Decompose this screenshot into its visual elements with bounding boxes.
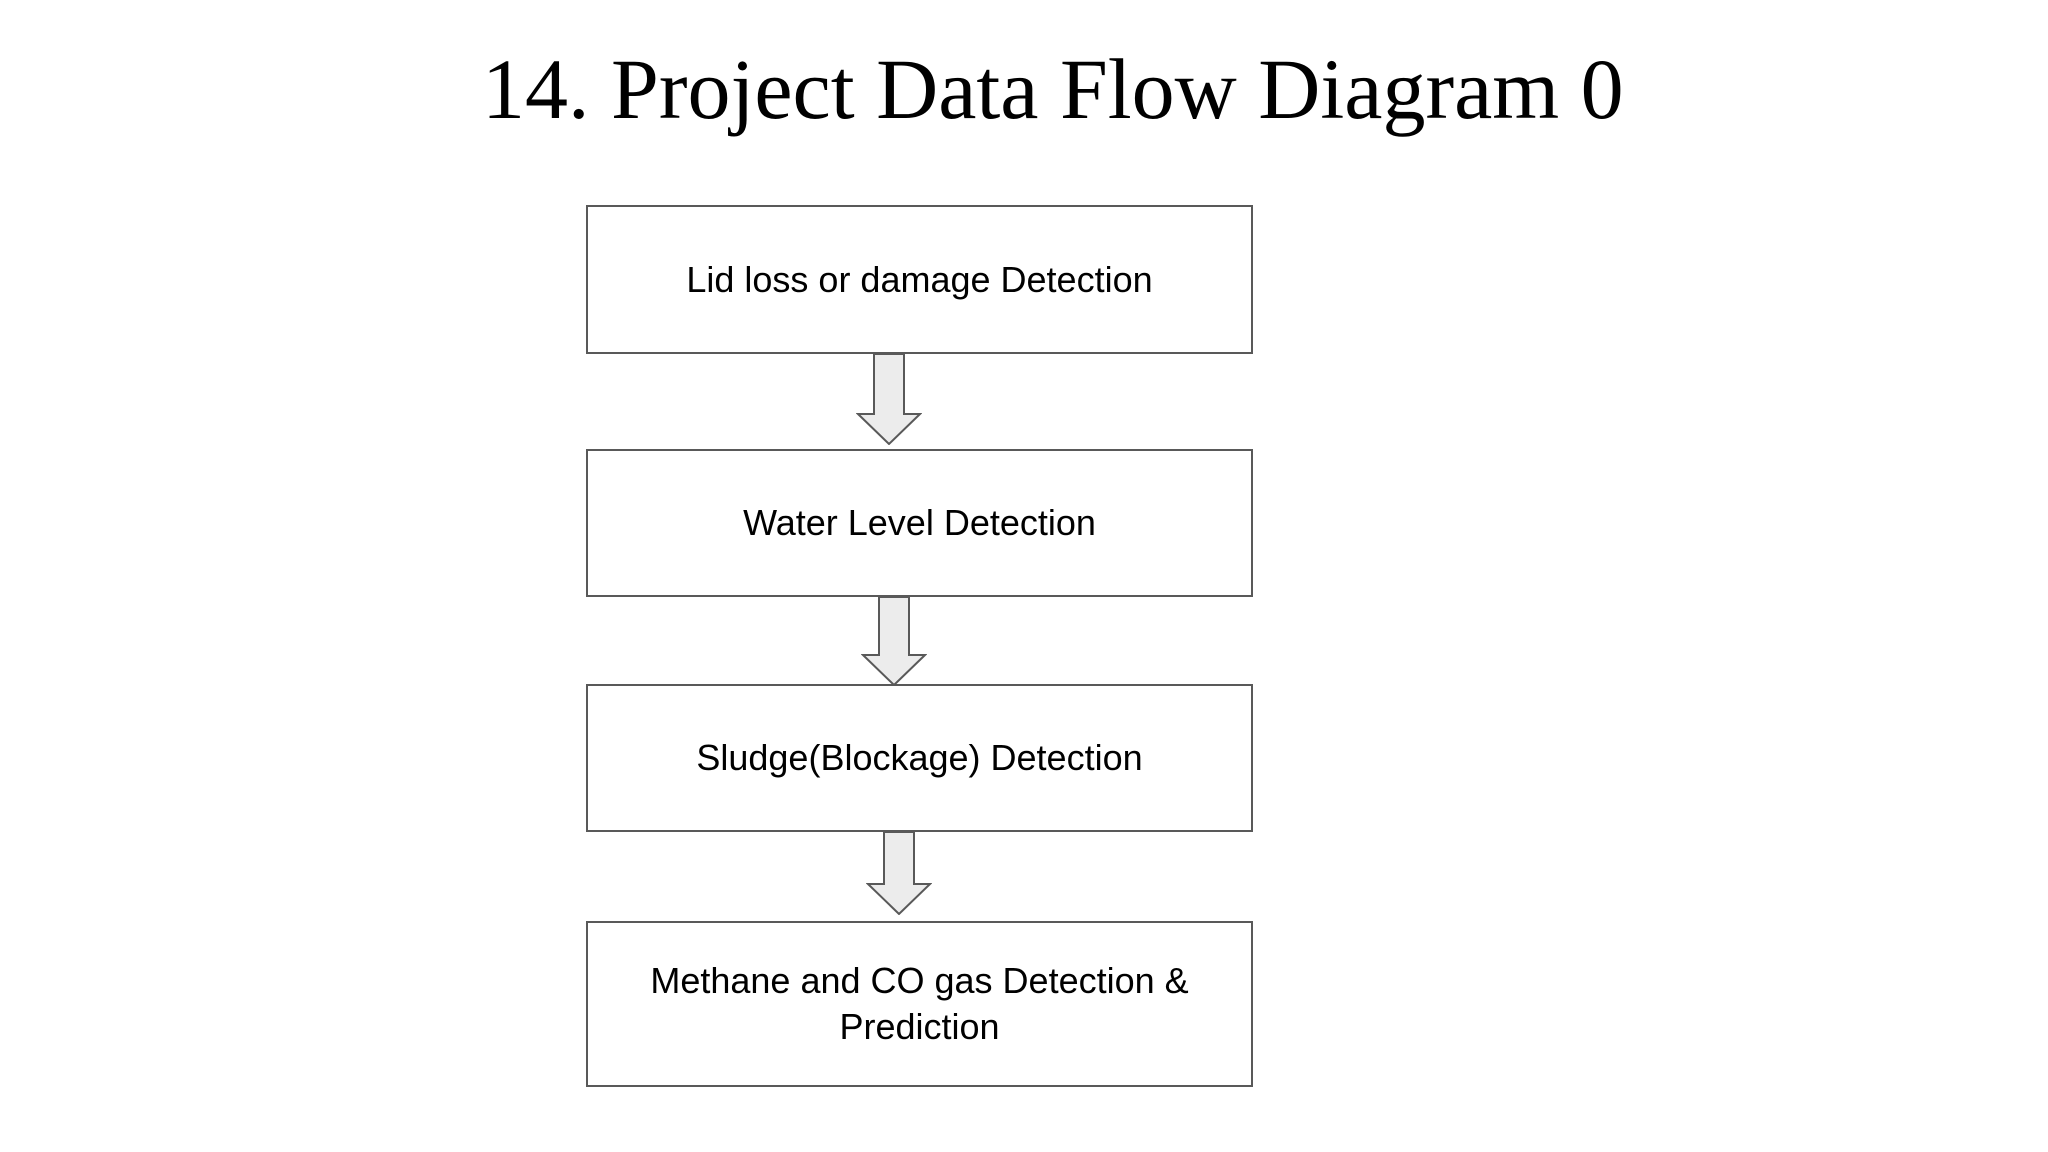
down-arrow-connector-1 [856,353,922,445]
flow-node-label: Lid loss or damage Detection [686,258,1153,300]
down-arrow-connector-2 [861,596,927,686]
down-arrow-connector-3 [866,831,932,915]
down-arrow-shape [861,596,927,686]
flow-node-methane-co-gas-detection: Methane and CO gas Detection & Predictio… [586,921,1253,1087]
flow-node-label: Water Level Detection [743,502,1096,543]
slide-title: 14. Project Data Flow Diagram 0 [482,41,1624,137]
flow-node-lid-loss-detection: Lid loss or damage Detection [586,205,1253,354]
flow-node-label: Methane and CO gas Detection & Predictio… [650,960,1189,1047]
flow-node-water-level-detection: Water Level Detection [586,449,1253,597]
down-arrow-shape [856,353,922,445]
flow-node-label: Sludge(Blockage) Detection [696,737,1143,778]
down-arrow-shape [866,831,932,915]
flow-node-sludge-blockage-detection: Sludge(Blockage) Detection [586,684,1253,832]
